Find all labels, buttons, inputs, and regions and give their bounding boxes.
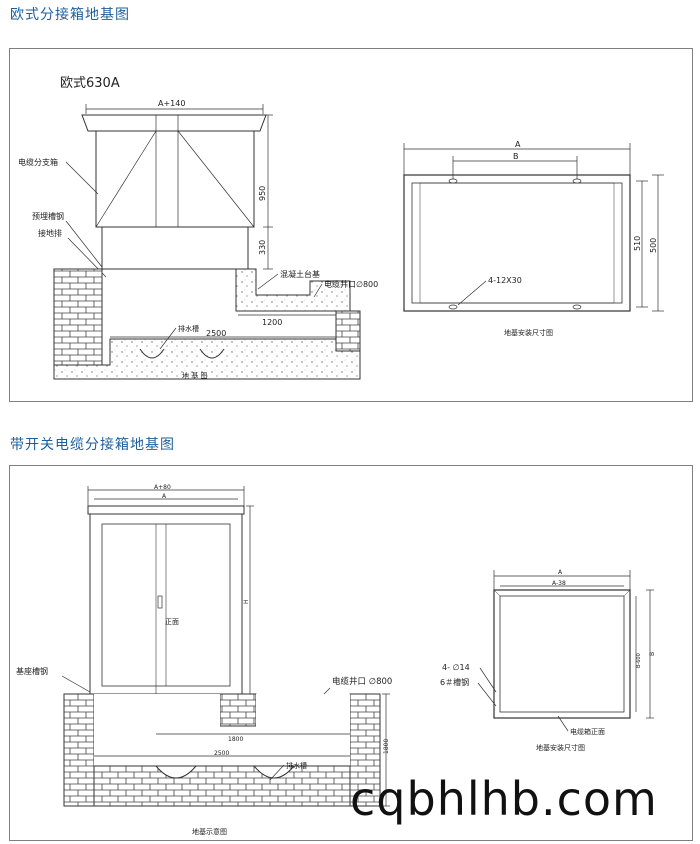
section1-drawing: 欧式630A A+140 950 330 电缆分支箱 预埋槽钢 接地排 1200… [18,76,664,380]
plan2-dim-A38: A-38 [552,580,566,587]
dim-2500: 2500 [206,329,226,338]
front-label: 正面 [165,618,179,626]
dim-1800-horizontal: 1800 [228,736,243,743]
callout-drain: 排水槽 [178,324,199,333]
plan2-holes: 4- ∅14 [442,663,470,672]
callout-cable-branch-box: 电缆分支箱 [18,157,58,167]
drain-channel [139,348,225,359]
callout-base-channel: 基座槽钢 [16,666,48,676]
callout-embedded-channel: 预埋槽钢 [32,211,64,221]
cable-branch-box [95,130,255,228]
plan1-frame-inner [411,182,623,304]
plan2-caption: 地基安装尺寸图 [536,743,585,752]
section1-panel: 欧式630A A+140 950 330 电缆分支箱 预埋槽钢 接地排 1200… [9,48,693,402]
model-label: 欧式630A [60,76,120,91]
section2-drawing: A+80 A 正面 H 基座槽钢 电缆井口 ∅800 1800 2500 180… [16,484,656,836]
foundation-caption-1: 地 基 图 [182,371,207,380]
brick-floor-2 [93,765,351,807]
plan2-box-front: 电缆箱正面 [570,727,605,736]
callout-ground-bar: 接地排 [38,228,62,238]
plan2-frame-outer [493,589,631,719]
plan1-holes: 4-12X30 [488,276,522,285]
dim-top-outer: A+80 [154,484,171,491]
plan1-frame-outer [403,174,631,312]
brick-wall-right [335,310,361,352]
plan2-frame-inner [499,595,625,713]
dim-top-inner: A [162,493,167,500]
callout-drain-2: 排水槽 [286,761,307,770]
drain-channel-2 [155,765,295,779]
box-base [101,226,249,270]
plan1-dim-500: 500 [649,238,658,253]
cabinet-roof [87,505,245,515]
concrete-floor [53,338,361,380]
box-roof [81,114,267,132]
section1-title: 欧式分接箱地基图 [10,7,130,23]
brick-wall-left-2 [63,693,95,807]
plan1-mounting-slots [448,178,582,310]
dim-950: 950 [258,186,267,201]
dim-top-width: A+140 [158,99,185,108]
section2-panel: A+80 A 正面 H 基座槽钢 电缆井口 ∅800 1800 2500 180… [9,465,693,841]
section2-title: 带开关电缆分接箱地基图 [10,437,175,453]
door-handle-icon [157,595,163,609]
brick-wall-right-2 [349,693,381,807]
dim-1200: 1200 [262,318,282,327]
callout-cable-well-2: 电缆井口 ∅800 [332,676,392,687]
plan1-dim-B: B [513,152,519,161]
plan2-dim-B: B [649,652,656,656]
plan1-dim-A: A [515,140,521,149]
plan1-caption: 地基安装尺寸图 [504,328,553,337]
plan2-dim-A: A [558,569,563,576]
plan2-dim-B600: B-600 [636,653,642,668]
watermark-text: cqbhlhb.com [350,772,658,826]
concrete-base [235,268,351,312]
brick-pillar-2 [219,693,257,727]
dim-height-H: H [243,599,250,604]
callout-cable-well: 电缆井口∅800 [324,279,378,289]
plan1-dim-510: 510 [633,236,642,251]
dim-330: 330 [258,240,267,255]
callout-concrete-base: 混凝土台基 [280,269,320,279]
plan2-steel: 6＃槽钢 [440,677,469,687]
brick-wall-left [53,268,103,366]
dim-2500-2: 2500 [214,750,229,757]
foundation-caption-2: 地基示意图 [192,827,227,836]
dim-1800-vertical: 1800 [383,739,390,754]
